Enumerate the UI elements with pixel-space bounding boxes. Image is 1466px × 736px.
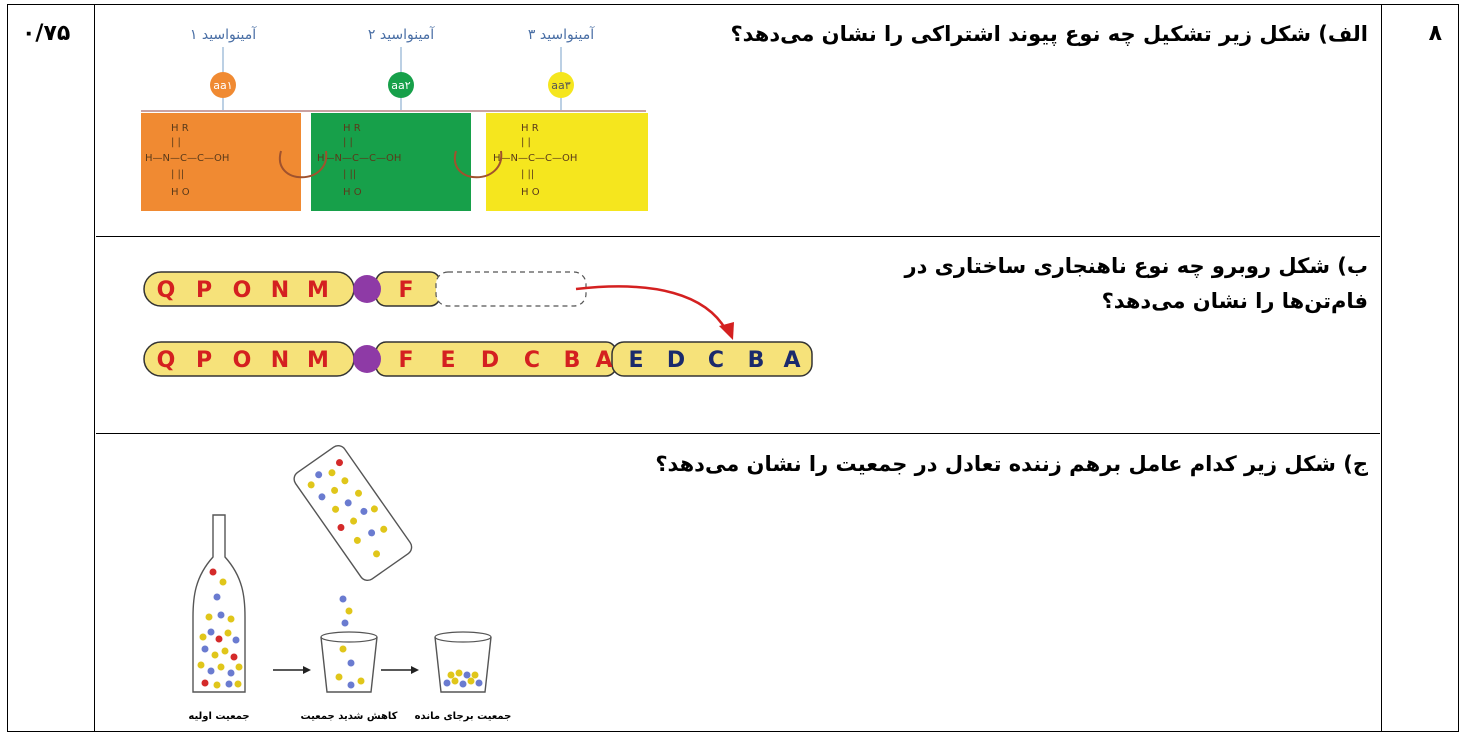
number-column-border	[1381, 5, 1382, 731]
svg-text:H—N—C—C—OH: H—N—C—C—OH	[317, 153, 401, 164]
caption-initial-population: جمعیت اولیه	[188, 711, 249, 722]
svg-text:H O: H O	[171, 187, 190, 198]
extra-letter-e: E	[628, 348, 643, 373]
bottom-letter-f: F	[398, 348, 413, 373]
amino-acid-badge-3: aa۳	[551, 79, 570, 92]
amino-acid-label-1: آمینواسید ۱	[190, 26, 257, 43]
svg-text:H O: H O	[343, 187, 362, 198]
part-b-question: ب) شکل روبرو چه نوع ناهنجاری ساختاری در …	[905, 249, 1369, 318]
part-b-line-2: فام‌تن‌ها را نشان می‌دهد؟	[1101, 288, 1368, 313]
bottom-letter-d: D	[481, 348, 499, 373]
extra-letter-d: D	[667, 348, 685, 373]
bottom-letter-m: M	[307, 348, 329, 373]
score-column-border	[94, 5, 95, 731]
extra-letter-a: A	[783, 348, 800, 373]
extra-letter-b: B	[748, 348, 765, 373]
bottom-letter-n: N	[271, 348, 289, 373]
svg-text:| |: | |	[521, 137, 531, 148]
top-letter-p: P	[196, 278, 212, 303]
bottom-letter-e: E	[440, 348, 455, 373]
part-b-line-1: ب) شکل روبرو چه نوع ناهنجاری ساختاری در	[904, 254, 1369, 278]
question-table: ۸ ۰/۷۵ الف) شکل زیر تشکیل چه نوع پیوند ا…	[7, 4, 1459, 732]
top-letter-n: N	[271, 278, 289, 303]
row-divider-1	[96, 236, 1380, 237]
top-letter-o: O	[233, 278, 252, 303]
amino-acid-badge-1: aa۱	[213, 79, 232, 92]
bottom-letter-q: Q	[157, 348, 176, 373]
svg-text:H O: H O	[521, 187, 540, 198]
caption-bottleneck: کاهش شدید جمعیت	[301, 711, 398, 722]
part-a-question: الف) شکل زیر تشکیل چه نوع پیوند اشتراکی …	[730, 22, 1368, 46]
bottom-letter-b: B	[564, 348, 581, 373]
part-c-question: ج) شکل زیر کدام عامل برهم زننده تعادل در…	[655, 452, 1368, 476]
amino-acid-badge-2: aa۲	[391, 79, 410, 92]
svg-text:| |: | |	[171, 137, 181, 148]
top-letter-m: M	[307, 278, 329, 303]
svg-text:H—N—C—C—OH: H—N—C—C—OH	[493, 153, 577, 164]
question-score: ۰/۷۵	[22, 21, 71, 46]
amino-acid-label-3: آمینواسید ۳	[528, 26, 595, 43]
svg-text:H R: H R	[171, 123, 189, 134]
question-number: ۸	[1428, 21, 1442, 46]
chromosome-figure: Q P O N M F Q P O N M F E	[136, 260, 826, 395]
svg-text:H R: H R	[521, 123, 539, 134]
bottom-letter-c: C	[524, 348, 540, 373]
svg-text:H R: H R	[343, 123, 361, 134]
svg-text:| |: | |	[343, 137, 353, 148]
caption-remaining-population: جمعیت برجای مانده	[415, 711, 512, 722]
svg-text:| ||: | ||	[521, 169, 534, 180]
svg-text:| ||: | ||	[171, 169, 184, 180]
svg-text:H—N—C—C—OH: H—N—C—C—OH	[145, 153, 229, 164]
peptide-bond-figure: آمینواسید ۱ آمینواسید ۲ آمینواسید ۳ aa۱ …	[131, 11, 661, 229]
row-divider-2	[96, 433, 1380, 434]
extra-letter-c: C	[708, 348, 724, 373]
bottom-letter-o: O	[233, 348, 252, 373]
bottom-letter-p: P	[196, 348, 212, 373]
bottom-letter-a: A	[595, 348, 612, 373]
top-letter-f: F	[398, 278, 413, 303]
amino-acid-label-2: آمینواسید ۲	[368, 26, 435, 43]
svg-text:| ||: | ||	[343, 169, 356, 180]
bottleneck-figure: جمعیت اولیه کاهش شدید جمعیت جمعیت برجای …	[173, 437, 528, 727]
top-letter-q: Q	[157, 278, 176, 303]
